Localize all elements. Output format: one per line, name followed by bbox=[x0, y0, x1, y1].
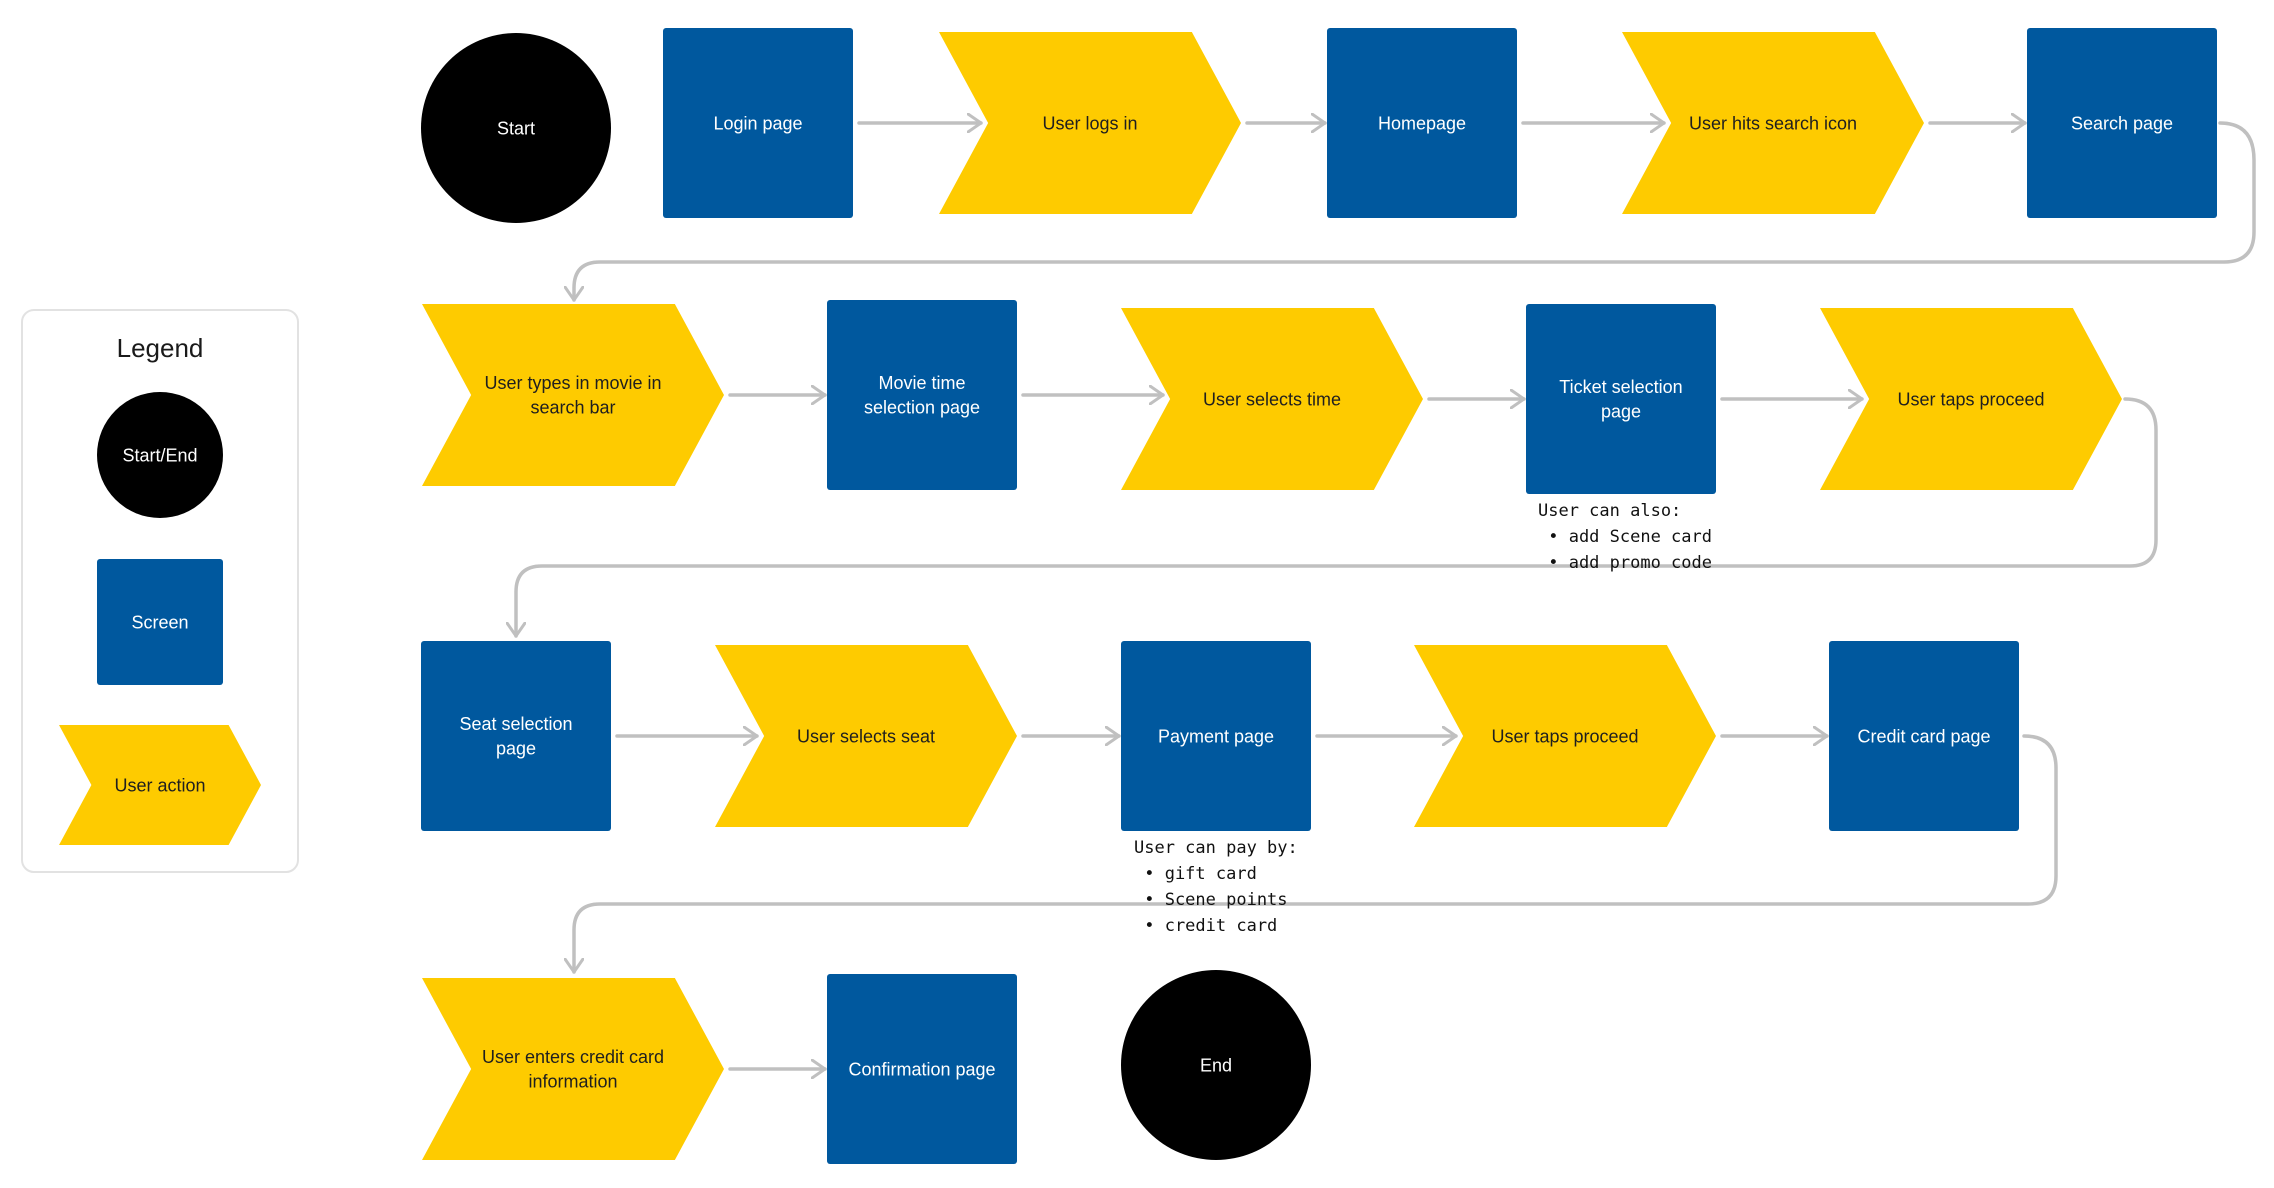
legend-label: User action bbox=[114, 775, 205, 795]
node-confirmation-page-label: Confirmation page bbox=[848, 1059, 995, 1079]
node-movie-time-selection-page bbox=[827, 300, 1017, 490]
node-homepage bbox=[1327, 28, 1517, 218]
legend-action-shape bbox=[59, 725, 261, 845]
note-payment-page-line: • Scene points bbox=[1134, 890, 1288, 910]
node-start-label: Start bbox=[497, 118, 535, 138]
note-payment-page-line: • credit card bbox=[1134, 916, 1277, 936]
node-user-taps-proceed-1-label: User taps proceed bbox=[1897, 389, 2044, 409]
arrow-credit-card-page-to-user-enters-credit-card bbox=[574, 734, 2058, 974]
node-ticket-selection-page-label: Ticket selection bbox=[1559, 377, 1682, 397]
node-search-page-label: Search page bbox=[2071, 113, 2173, 133]
node-seat-selection-page-label: Seat selection bbox=[459, 714, 572, 734]
node-seat-selection-page bbox=[421, 641, 611, 831]
node-credit-card-page-label: Credit card page bbox=[1857, 726, 1990, 746]
node-login-page bbox=[663, 28, 853, 218]
legend-title: Legend bbox=[117, 333, 204, 363]
note-payment-page-line: • gift card bbox=[1134, 864, 1257, 884]
node-search-page bbox=[2027, 28, 2217, 218]
node-user-enters-credit-card bbox=[422, 978, 724, 1160]
node-user-taps-proceed-2 bbox=[1414, 645, 1716, 827]
arrow-user-taps-proceed-1-to-seat-selection-page bbox=[516, 397, 2158, 638]
node-user-selects-time bbox=[1121, 308, 1423, 490]
note-ticket-selection-page-line: • add Scene card bbox=[1538, 527, 1712, 547]
legend-screen-shape bbox=[97, 559, 223, 685]
node-movie-time-selection-page-label: Movie time bbox=[878, 373, 965, 393]
node-payment-page-label: Payment page bbox=[1158, 726, 1274, 746]
note-payment-page-line: User can pay by: bbox=[1134, 838, 1298, 858]
node-confirmation-page bbox=[827, 974, 1017, 1164]
node-user-selects-seat bbox=[715, 645, 1017, 827]
node-user-enters-credit-card-label: User enters credit card bbox=[482, 1047, 664, 1067]
node-user-hits-search-icon bbox=[1622, 32, 1924, 214]
node-user-hits-search-icon-label: User hits search icon bbox=[1689, 113, 1857, 133]
legend-label: Screen bbox=[131, 612, 188, 632]
node-user-selects-time-label: User selects time bbox=[1203, 389, 1341, 409]
node-payment-page bbox=[1121, 641, 1311, 831]
node-credit-card-page bbox=[1829, 641, 2019, 831]
node-homepage-label: Homepage bbox=[1378, 113, 1466, 133]
arrow-search-page-to-user-types-movie bbox=[574, 121, 2256, 302]
node-user-logs-in bbox=[939, 32, 1241, 214]
node-user-types-movie bbox=[422, 304, 724, 486]
node-user-types-movie-label: User types in movie in bbox=[484, 373, 661, 393]
node-user-taps-proceed-1 bbox=[1820, 308, 2122, 490]
node-user-logs-in-label: User logs in bbox=[1042, 113, 1137, 133]
node-seat-selection-page-label: page bbox=[496, 739, 536, 759]
node-ticket-selection-page-label: page bbox=[1601, 402, 1641, 422]
legend-start-end-shape bbox=[97, 392, 223, 518]
node-start bbox=[421, 33, 611, 223]
node-end-label: End bbox=[1200, 1055, 1232, 1075]
node-user-types-movie-label: search bar bbox=[530, 398, 615, 418]
annotations: User can also: • add Scene card • add pr… bbox=[1134, 501, 1712, 936]
node-user-taps-proceed-2-label: User taps proceed bbox=[1491, 726, 1638, 746]
connectors bbox=[516, 121, 2256, 1069]
node-user-selects-seat-label: User selects seat bbox=[797, 726, 935, 746]
note-ticket-selection-page-line: User can also: bbox=[1538, 501, 1681, 521]
node-end bbox=[1121, 970, 1311, 1160]
node-movie-time-selection-page-label: selection page bbox=[864, 398, 980, 418]
node-login-page-label: Login page bbox=[713, 113, 802, 133]
legend-label: Start/End bbox=[122, 445, 197, 465]
node-user-enters-credit-card-label: information bbox=[528, 1072, 617, 1092]
node-ticket-selection-page bbox=[1526, 304, 1716, 494]
note-ticket-selection-page-line: • add promo code bbox=[1538, 553, 1712, 573]
